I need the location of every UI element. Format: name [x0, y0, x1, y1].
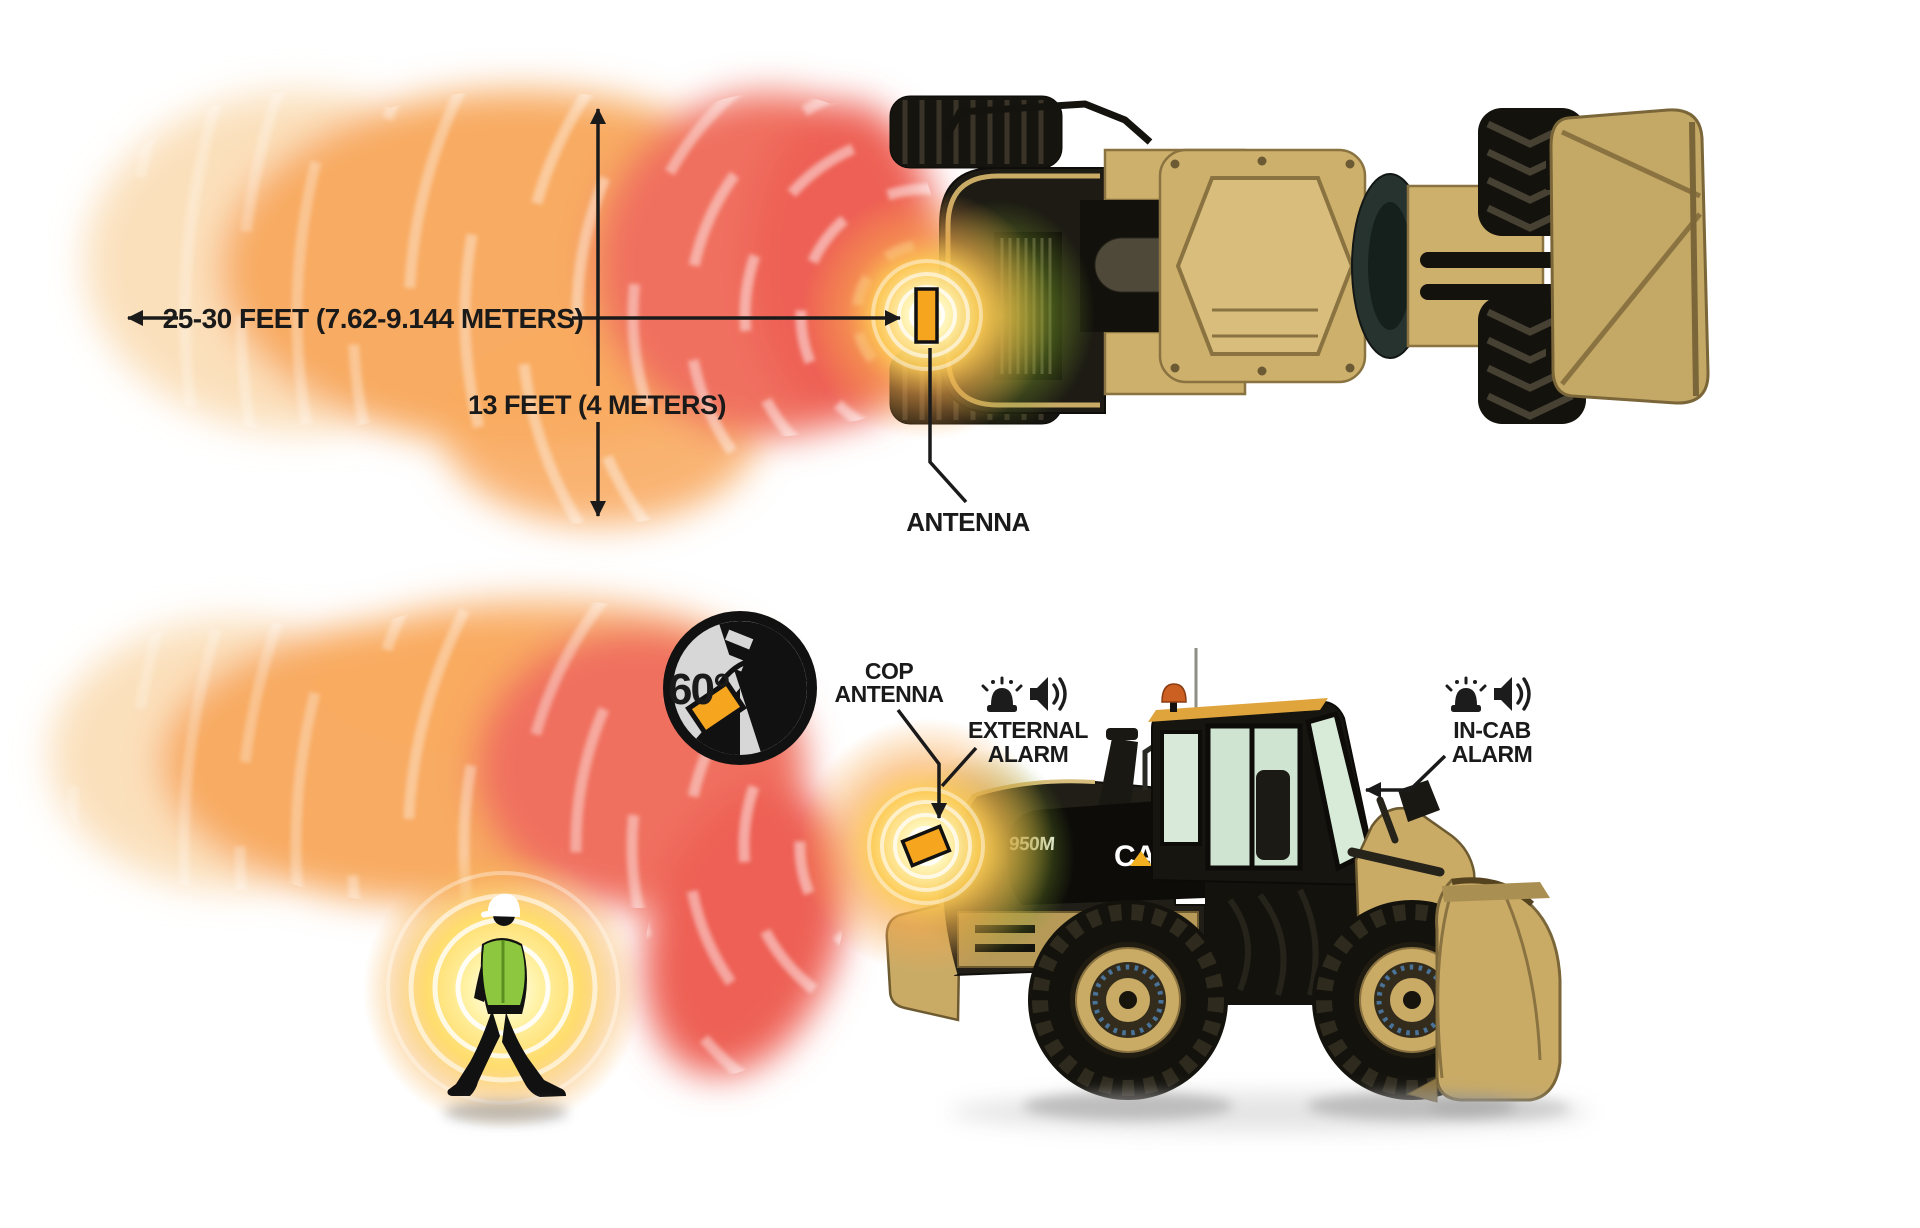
external-alarm-icons [981, 675, 1067, 714]
bottom-callouts: COP ANTENNA EXTERNAL ALARM IN-CAB ALARM [835, 658, 1533, 819]
worker-front-leg [447, 1010, 500, 1096]
beacon-stem [1170, 700, 1177, 712]
badge-antenna [685, 679, 747, 737]
incab-alarm-leader [1365, 754, 1447, 798]
external-alarm-label-line1: EXTERNAL [968, 717, 1088, 743]
exhaust-stack [1098, 738, 1138, 812]
width-dimension-label: 25-30 FEET (7.62-9.144 METERS) [163, 303, 584, 334]
angle-label: 60° [668, 665, 729, 714]
ripple-arc [234, 600, 882, 1103]
rear-window [1160, 730, 1202, 846]
incab-alarm-icons [1445, 675, 1531, 714]
ripple-arc [235, 90, 945, 525]
top-detection-zone [85, 90, 945, 525]
top-dimensions: 25-30 FEET (7.62-9.144 METERS) 13 FEET (… [127, 108, 1031, 537]
beacon-icon [1445, 676, 1487, 714]
hydraulic-hoses [1227, 888, 1319, 996]
cop-antenna-label-line2: ANTENNA [835, 681, 944, 707]
speaker-icon [1028, 675, 1067, 713]
antenna-label: ANTENNA [906, 507, 1030, 537]
worker-reflection [444, 1101, 568, 1123]
bolts [1170, 156, 1355, 376]
operator-seat [1256, 770, 1290, 860]
speaker-icon [1492, 675, 1531, 713]
cat-logo-triangle [1130, 851, 1152, 866]
ripple-arc [291, 90, 945, 525]
incab-alarm-label-line2: ALARM [1452, 741, 1533, 767]
hydraulic-cylinder [1347, 847, 1445, 877]
handrail [941, 100, 1153, 145]
incab-alarm-label-line1: IN-CAB [1453, 717, 1531, 743]
worker-silhouette [444, 893, 568, 1123]
worker-hard-hat [487, 893, 520, 917]
cop-antenna-side-view [900, 824, 952, 868]
worker-rear-leg [502, 1012, 566, 1097]
machine-reflection [950, 1092, 1590, 1132]
antenna-leader-line [928, 348, 968, 504]
angle-coverage-badge: 60° [663, 611, 817, 765]
hard-hat-brim [481, 910, 496, 918]
cab [1148, 648, 1375, 887]
badge-machine-silhouette [719, 621, 807, 752]
hitch-hex-panel [1175, 176, 1355, 356]
beacon-icon [981, 676, 1023, 714]
bucket-top-view [1546, 108, 1710, 405]
spill-guard [1442, 882, 1550, 902]
badge-sweep-arrow [717, 656, 755, 686]
cop-antenna-label-line1: COP [865, 658, 914, 684]
roof-beacon [1161, 683, 1187, 703]
cab-roof-edge [1148, 698, 1328, 722]
external-alarm-leader [940, 746, 978, 788]
cop-antenna-top-view [914, 287, 939, 344]
cop-antenna-leader [896, 708, 947, 819]
bucket-side-view [1406, 877, 1562, 1103]
depth-dimension-label: 13 FEET (4 METERS) [468, 390, 726, 420]
external-alarm-label-line2: ALARM [988, 741, 1069, 767]
rear-wheel [1028, 900, 1228, 1100]
